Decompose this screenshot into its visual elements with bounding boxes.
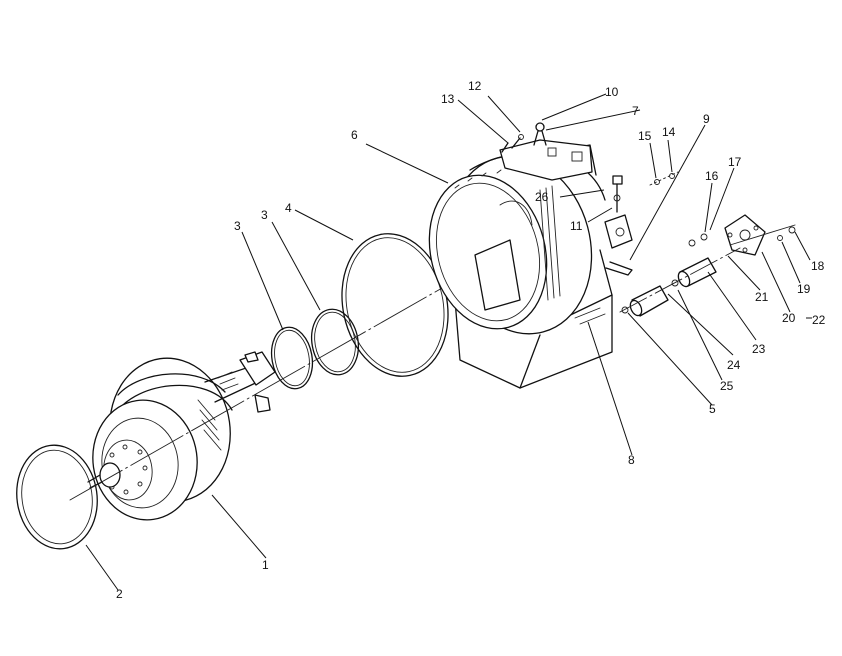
callout-21: 21 [755, 290, 769, 304]
callout-11: 11 [570, 219, 583, 233]
center-axis-line [69, 254, 501, 501]
callout-8: 8 [628, 453, 635, 467]
filter-axis-line [619, 247, 741, 313]
callout-24: 24 [727, 358, 741, 372]
callout-18: 18 [811, 259, 825, 273]
callout-20: 20 [782, 311, 796, 325]
callout-10: 10 [605, 85, 619, 99]
callout-7: 7 [632, 104, 639, 118]
callout-labels: 1 2 3 3 4 5 6 7 8 9 10 11 12 13 14 15 16… [116, 79, 826, 601]
callout-15: 15 [638, 129, 652, 143]
callout-19: 19 [797, 282, 811, 296]
part-11-bolt [612, 175, 623, 213]
parts-7-10-12-13-fittings [501, 122, 547, 153]
leader-lines [85, 93, 812, 591]
part-25-seal [621, 279, 679, 314]
callout-14: 14 [662, 125, 676, 139]
callout-1: 1 [262, 558, 269, 572]
callout-3b: 3 [261, 208, 268, 222]
callout-13: 13 [441, 92, 455, 106]
part-24-filter-canister [629, 285, 669, 317]
part-21-cover-plate [724, 214, 766, 256]
part-2-seal-ring [16, 444, 98, 550]
callout-23: 23 [752, 342, 766, 356]
callout-25: 25 [720, 379, 734, 393]
parts-18-19-screws [729, 224, 796, 246]
callout-12: 12 [468, 79, 482, 93]
callout-22: 22 [812, 313, 826, 327]
callout-2: 2 [116, 587, 123, 601]
part-6-housing [428, 139, 633, 389]
part-23-filter-element [677, 257, 717, 288]
callout-9: 9 [703, 112, 710, 126]
part-3-o-ring-b [310, 308, 360, 376]
callout-3a: 3 [234, 219, 241, 233]
callout-5: 5 [709, 402, 716, 416]
callout-16: 16 [705, 169, 719, 183]
parts-14-15-fasteners [649, 171, 679, 186]
callout-17: 17 [728, 155, 742, 169]
callout-4: 4 [285, 201, 292, 215]
part-1-drive-assembly [87, 351, 276, 521]
part-3-o-ring-a [270, 326, 314, 390]
callout-26: 26 [535, 190, 549, 204]
callout-6: 6 [351, 128, 358, 142]
parts-16-17-fittings [688, 233, 708, 247]
